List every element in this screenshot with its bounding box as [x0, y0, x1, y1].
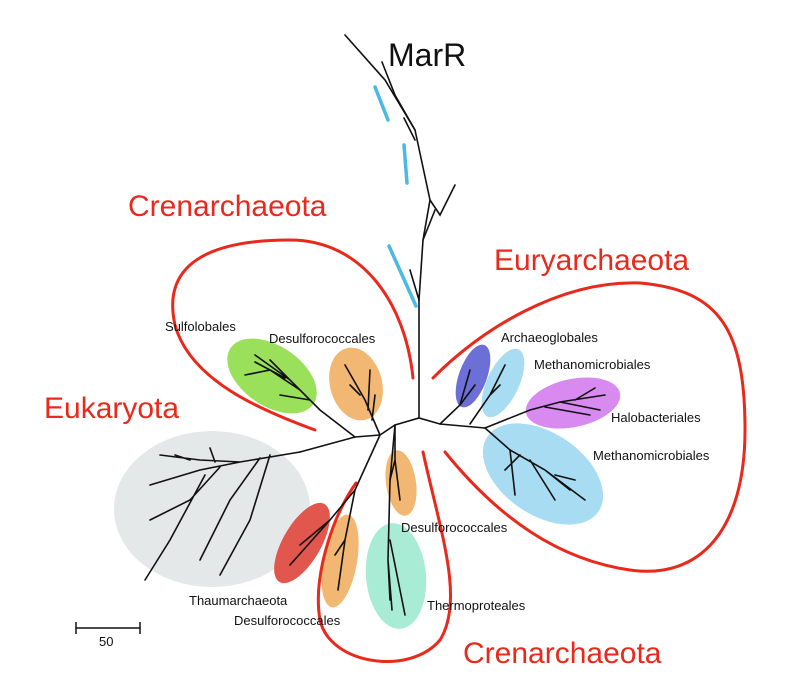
branch-thaumarchaeota [289, 434, 381, 566]
highlight-branch-3 [387, 244, 418, 308]
branch-desulforococcales-top [344, 364, 381, 436]
clade-label-thaumarchaeota: Thaumarchaeota [189, 593, 288, 608]
outline-crenarchaeota-bottom [316, 450, 452, 663]
clade-label-sulfolobales: Sulfolobales [165, 319, 236, 334]
branch-thermoproteales [387, 424, 406, 616]
highlighted-branches [373, 85, 418, 308]
clade-label-desulforococcales-bottom: Desulforococcales [234, 613, 341, 628]
branch-desulforococcales-bottom [334, 489, 356, 591]
branch-center [379, 417, 486, 436]
branch-trunk-side-1 [381, 61, 416, 131]
highlight-branch-2 [402, 143, 409, 185]
highlight-branch-1 [373, 85, 390, 122]
outline-crenarchaeota-top [171, 238, 415, 432]
clade-label-thermoproteales: Thermoproteales [427, 598, 526, 613]
clade-label-desulforococcales-top: Desulforococcales [269, 331, 376, 346]
branch-trunk-side-3 [422, 209, 436, 241]
branch-trunk-side-2 [429, 184, 456, 217]
branch-methanomicrobiales-bottom [484, 427, 586, 501]
group-outlines [171, 238, 747, 663]
group-label-eukaryota: Eukaryota [44, 392, 180, 425]
branch-methanomicrobiales-top [469, 364, 506, 425]
branch-sulfolobales [244, 354, 356, 438]
group-label-crenarchaeota-bottom: Crenarchaeota [463, 637, 662, 670]
clade-eukaryota-ellipse [114, 431, 310, 587]
clade-label-desulforococcales-mid: Desulforococcales [401, 520, 508, 535]
clade-label-archaeoglobales: Archaeoglobales [501, 330, 598, 345]
branch-halobacteriales [484, 387, 606, 429]
branch-archaeoglobales [439, 369, 476, 425]
clade-sulfolobales-ellipse [227, 338, 317, 414]
clade-halobacteriales-ellipse [525, 377, 621, 429]
clade-label-halobacteriales: Halobacteriales [611, 410, 701, 425]
scale-bar [75, 622, 141, 634]
clade-label-methanomicrobiales-top: Methanomicrobiales [534, 357, 651, 372]
branch-trunk-side-5 [403, 117, 416, 141]
scale-bar-label: 50 [99, 634, 114, 649]
clade-thermoproteales-ellipse [365, 523, 427, 629]
branch-center-left [299, 434, 381, 453]
tree-branches [144, 34, 606, 616]
outline-euryarchaeota [431, 281, 747, 573]
clade-desulforococcales-mid-ellipse [385, 450, 417, 516]
clade-methanomicrobiales-top-ellipse [481, 348, 525, 418]
branch-eukaryota [144, 447, 301, 581]
figure-title: MarR [388, 37, 467, 73]
clade-label-methanomicrobiales-bottom: Methanomicrobiales [593, 448, 710, 463]
branch-trunk-side-4 [409, 269, 420, 301]
group-label-euryarchaeota: Euryarchaeota [494, 244, 690, 277]
clade-methanomicrobiales-bottom-ellipse [482, 423, 604, 525]
group-label-crenarchaeota-top: Crenarchaeota [128, 190, 327, 223]
